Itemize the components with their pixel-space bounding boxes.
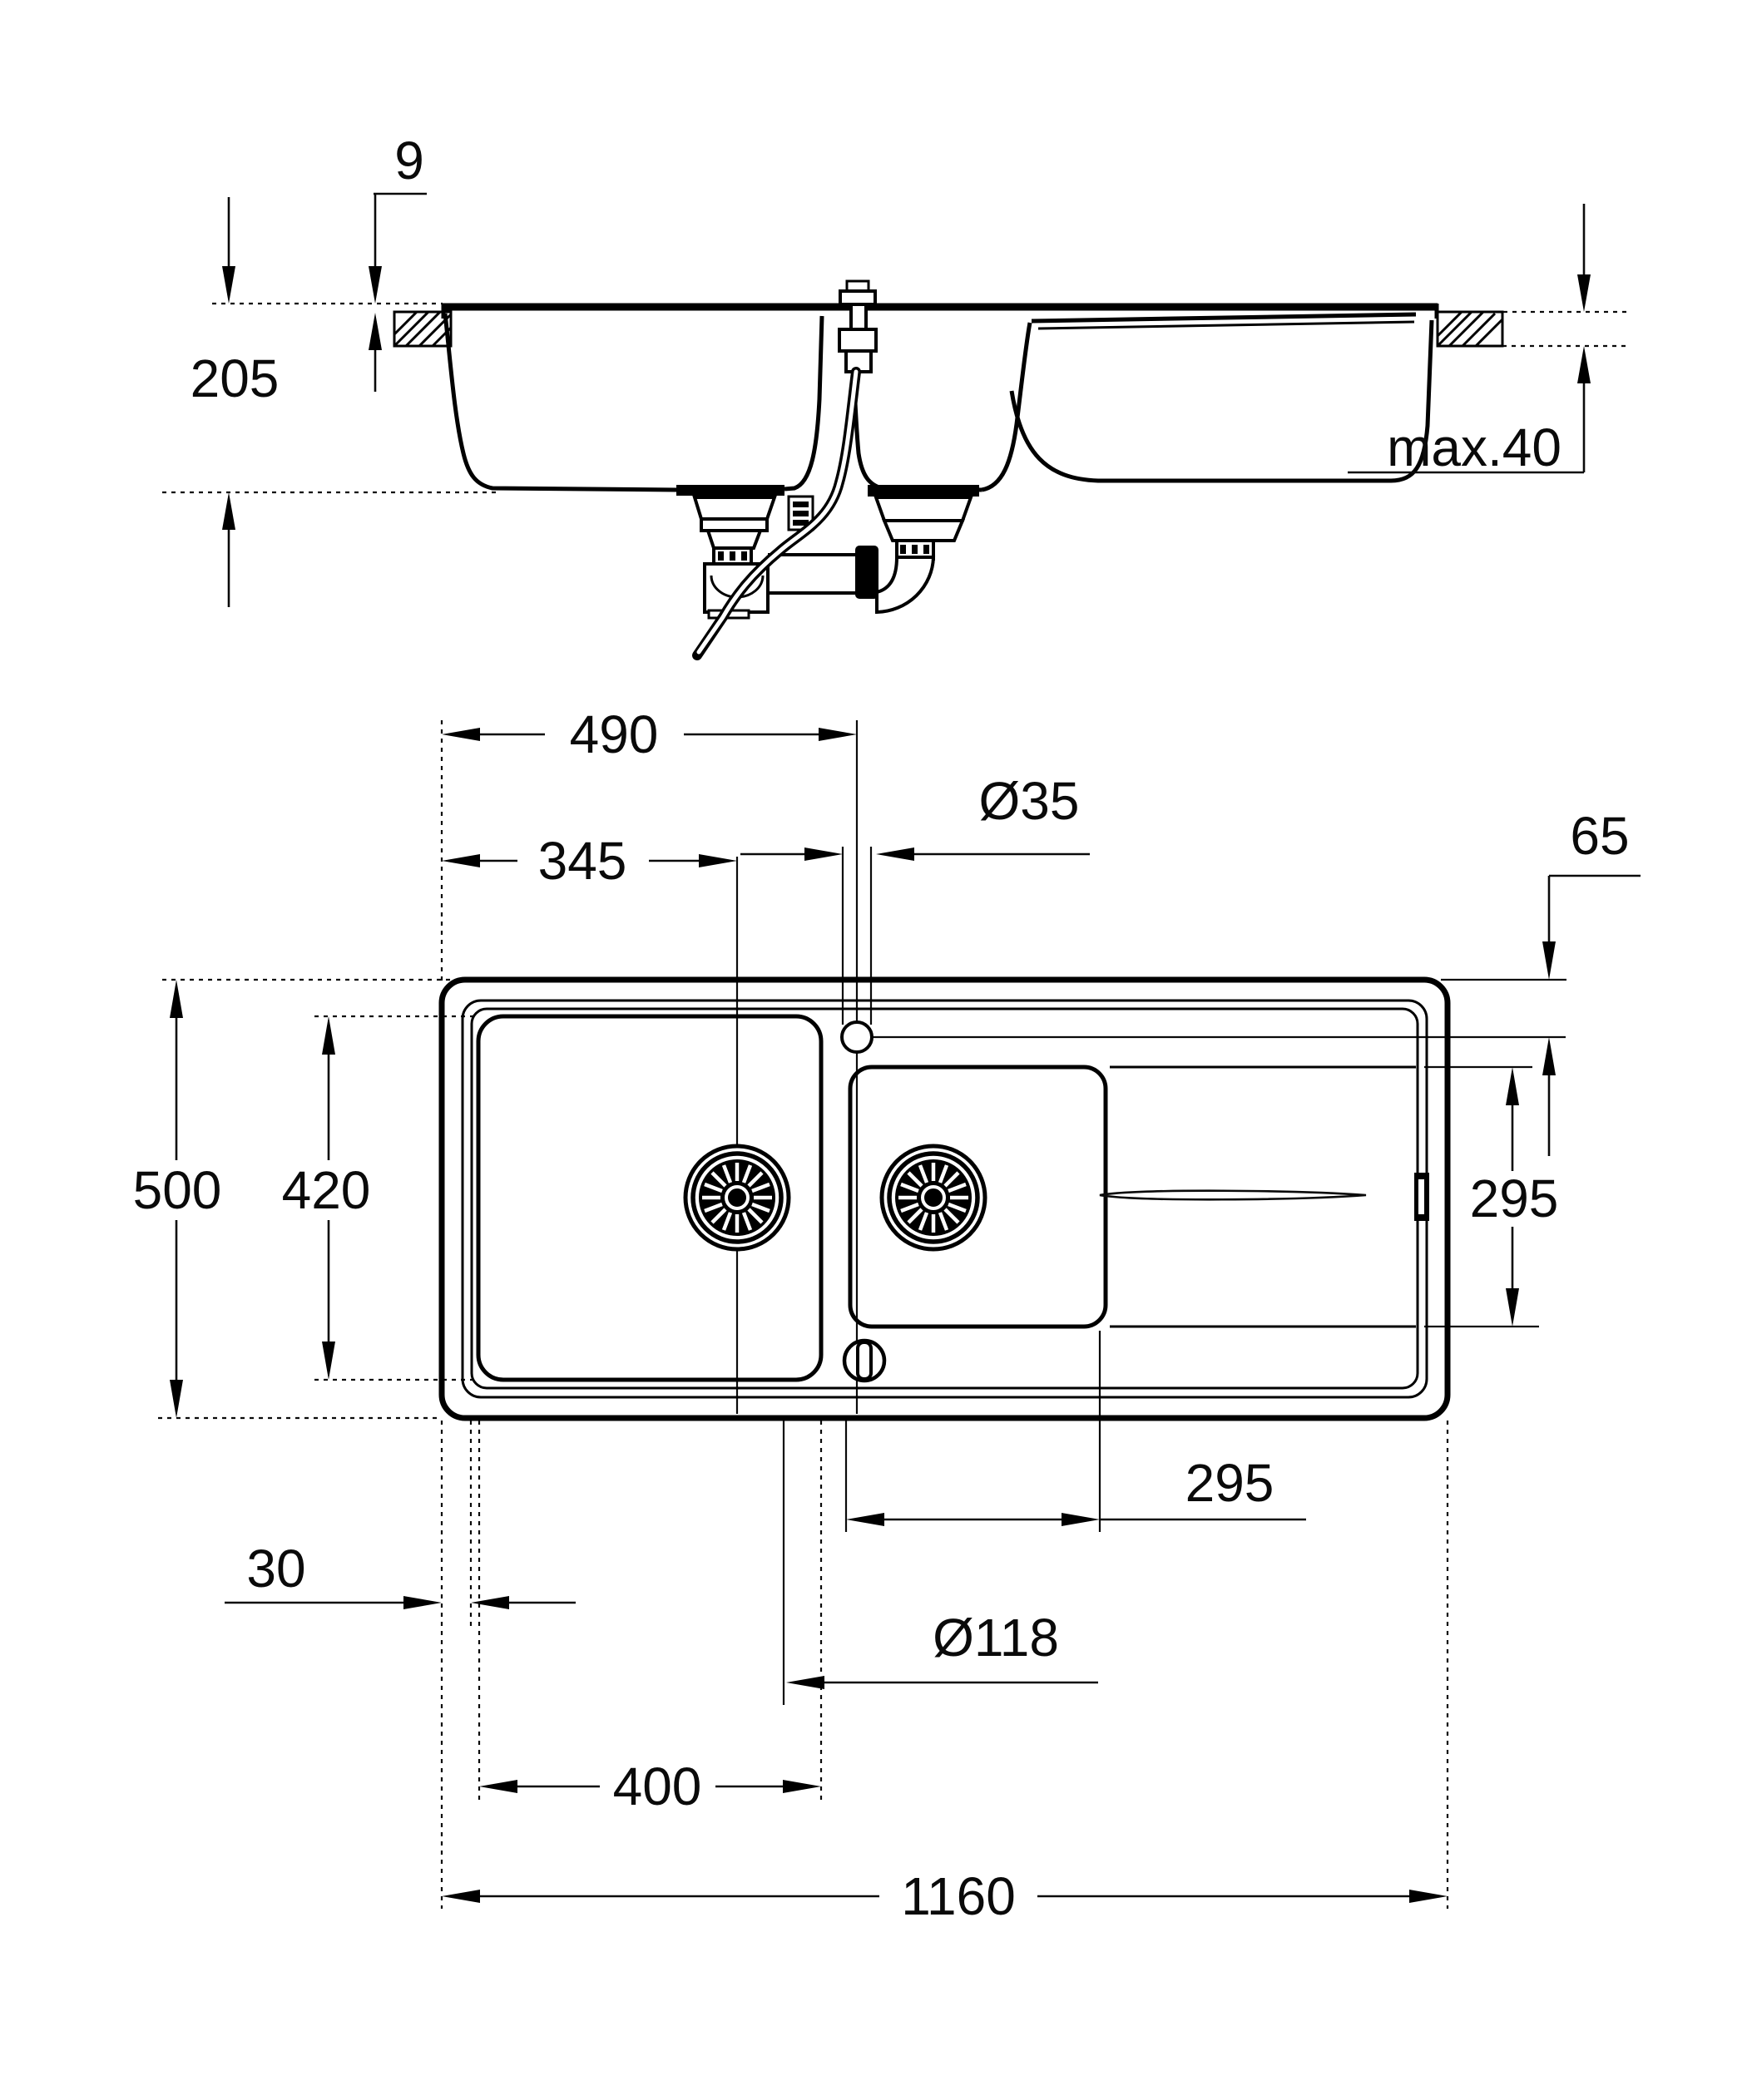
dim-drainer-depth: 295 (1470, 1067, 1559, 1327)
dim-drain-hole: Ø118 (786, 1608, 1098, 1689)
main-bowl-right-wall (784, 315, 824, 492)
drainer-groove (1099, 1189, 1367, 1201)
arrow-left-icon (786, 1676, 824, 1689)
arrow-left-icon (846, 1513, 884, 1526)
main-bowl-drain (683, 1144, 791, 1252)
arrow-left-icon (442, 854, 480, 867)
dim-small-bowl-width: 295 (846, 1453, 1306, 1526)
arrow-right-icon (699, 854, 737, 867)
arrow-right-icon (783, 1780, 821, 1793)
drainer-surface-line (1031, 312, 1417, 324)
main-bowl-left-wall (443, 313, 677, 492)
arrow-down-icon (369, 266, 382, 304)
arrow-up-icon (1577, 346, 1591, 383)
dim-label-overall-depth: 500 (133, 1160, 222, 1220)
countertop-section-left (393, 310, 453, 348)
arrow-up-icon (170, 980, 183, 1018)
dim-rim-thickness: 9 (369, 131, 427, 392)
dim-label-tap-hole: Ø35 (979, 771, 1080, 831)
arrow-left-icon (442, 1890, 480, 1903)
arrow-left-icon (479, 1780, 517, 1793)
sink-underside-skirt (1009, 319, 1434, 483)
dim-drain-from-left: 345 (442, 831, 737, 891)
dim-label-bowl-depth: 205 (191, 348, 280, 408)
dim-label-tap-from-rear: 65 (1570, 806, 1629, 866)
arrow-right-icon (804, 847, 843, 861)
dim-main-bowl-depth: 420 (282, 1016, 371, 1380)
small-bowl-strainer (868, 485, 979, 561)
arrow-left-icon (876, 847, 914, 861)
drainer-outlet-marker (1414, 1173, 1429, 1221)
arrow-right-icon (1062, 1513, 1100, 1526)
extension-lines (158, 720, 1566, 1909)
tap-hole (840, 1020, 874, 1054)
dim-label-drain-from-left: 345 (538, 831, 627, 891)
flexible-overflow-hose (692, 303, 878, 660)
waste-plumbing-assembly (676, 303, 979, 660)
arrow-right-icon (819, 728, 857, 741)
dim-overall-length: 1160 (442, 1866, 1448, 1926)
popup-waste-knob (842, 1338, 887, 1383)
arrow-up-icon (222, 492, 235, 530)
plan-view: 490 Ø35 345 65 (133, 704, 1641, 1926)
strainer-slots (702, 1163, 772, 1233)
waste-elbow (875, 556, 936, 615)
arrow-down-icon (1542, 941, 1556, 980)
small-bowl-drain (879, 1144, 987, 1252)
dim-label-rim-thickness: 9 (394, 131, 424, 190)
dim-bowl-depth: 205 (191, 197, 280, 607)
dim-label-tap-from-left: 490 (570, 704, 659, 764)
arrow-down-icon (170, 1380, 183, 1418)
dim-main-bowl-width: 400 (479, 1757, 821, 1816)
dim-label-counter-thickness: max.40 (1387, 418, 1561, 477)
dim-label-rim-to-bowl: 30 (246, 1539, 305, 1598)
dim-tap-from-left: 490 (442, 704, 857, 764)
arrow-down-icon (1577, 274, 1591, 312)
dim-tap-from-rear: 65 (1542, 806, 1641, 1156)
small-bowl-right-wall (981, 322, 1032, 492)
countertop-section-right (1436, 310, 1504, 348)
sink-outer-edge (438, 976, 1451, 1421)
dim-overall-depth: 500 (133, 980, 222, 1418)
strainer-slots (898, 1163, 968, 1233)
arrow-right-icon (1409, 1890, 1448, 1903)
arrow-down-icon (222, 266, 235, 304)
main-bowl (476, 1014, 824, 1382)
dim-label-small-bowl-width: 295 (1185, 1453, 1274, 1513)
dim-label-main-bowl-depth: 420 (282, 1160, 371, 1220)
sink-body-section (443, 312, 1434, 492)
waste-pipe (768, 546, 878, 599)
arrow-down-icon (322, 1342, 335, 1380)
dim-tap-hole: Ø35 (740, 771, 1090, 861)
arrow-left-icon (471, 1596, 509, 1609)
main-bowl-strainer (676, 485, 784, 566)
hatch-lines-right (1436, 310, 1504, 348)
dim-counter-thickness: max.40 (1348, 204, 1591, 477)
dim-label-drain-hole: Ø118 (933, 1608, 1059, 1668)
arrow-up-icon (1542, 1037, 1556, 1075)
arrow-down-icon (1506, 1288, 1519, 1327)
arrow-up-icon (1506, 1067, 1519, 1105)
arrow-up-icon (369, 313, 382, 350)
dim-rim-to-bowl: 30 (225, 1539, 576, 1609)
tap-hole-plug (839, 279, 877, 306)
arrow-right-icon (403, 1596, 442, 1609)
dim-label-overall-length: 1160 (901, 1866, 1016, 1926)
dim-label-main-bowl-width: 400 (613, 1757, 702, 1816)
side-elevation-view: 9 205 max.40 (162, 131, 1626, 660)
arrow-up-icon (322, 1016, 335, 1055)
arrow-left-icon (442, 728, 480, 741)
pipe-union-nut (855, 546, 878, 599)
dim-label-drainer-depth: 295 (1470, 1169, 1559, 1228)
